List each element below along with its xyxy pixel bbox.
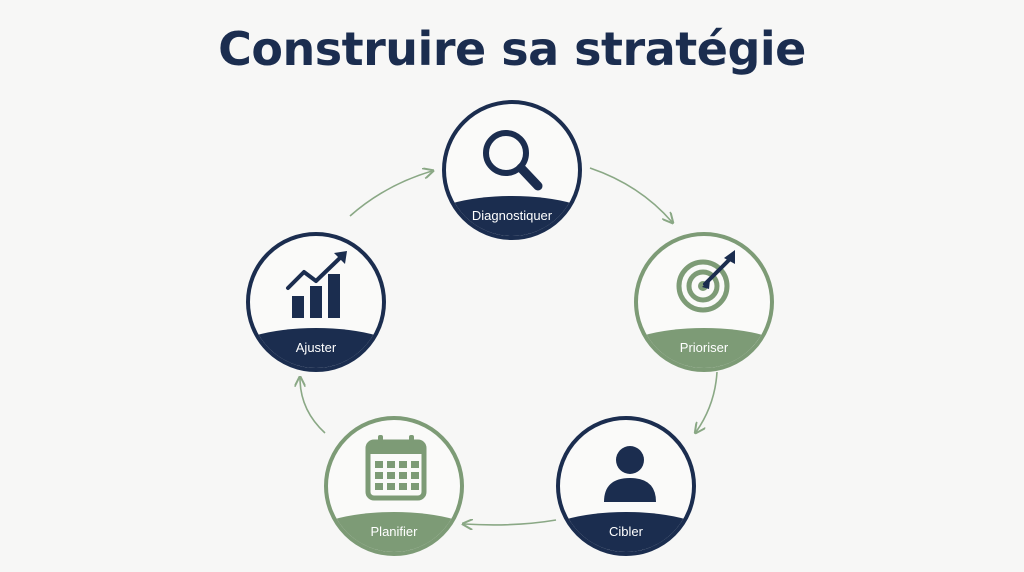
step-planifier: Planifier — [324, 416, 464, 556]
label-band — [250, 328, 382, 368]
arrow-diagnostiquer-to-prioriser — [589, 167, 672, 222]
step-label: Cibler — [609, 524, 643, 539]
step-cibler: Cibler — [556, 416, 696, 556]
label-band — [560, 512, 692, 552]
arrow-prioriser-to-cibler — [696, 371, 718, 432]
arrow-cibler-to-planifier — [464, 520, 557, 525]
step-prioriser: Prioriser — [634, 232, 774, 372]
step-ajuster: Ajuster — [246, 232, 386, 372]
step-label: Ajuster — [295, 340, 337, 355]
person-icon — [604, 446, 656, 502]
page-title: Construire sa stratégie — [218, 22, 806, 76]
label-band — [328, 512, 460, 552]
label-band — [446, 196, 578, 236]
arrow-ajuster-to-diagnostiquer — [349, 171, 432, 217]
growth-chart-icon — [286, 251, 347, 318]
step-diagnostiquer: Diagnostiquer — [442, 100, 582, 240]
calendar-icon — [365, 435, 427, 501]
target-arrow-icon — [676, 250, 735, 313]
step-label: Planifier — [370, 524, 418, 539]
step-label: Diagnostiquer — [471, 208, 553, 223]
arrow-planifier-to-ajuster — [300, 378, 326, 434]
label-band — [638, 328, 770, 368]
step-label: Prioriser — [679, 340, 729, 355]
magnifying-glass-icon — [483, 130, 543, 191]
